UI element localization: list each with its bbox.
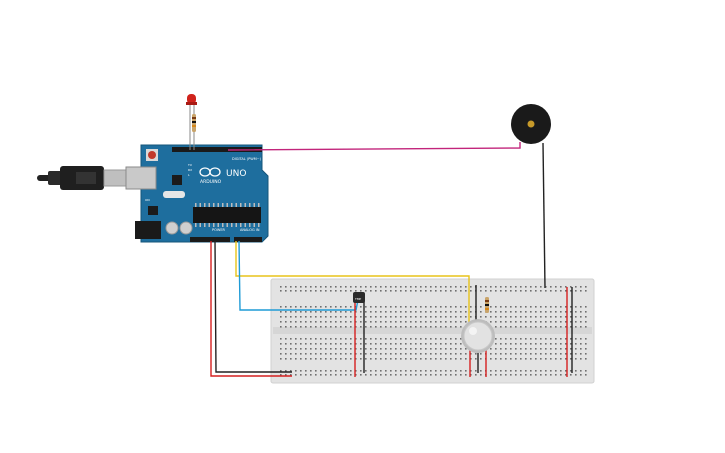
pir-sensor-icon[interactable] [461,319,495,353]
l-label: L [188,173,190,177]
temperature-sensor-icon[interactable]: TMP [353,292,365,303]
wire-yellow[interactable] [235,241,470,330]
microcontroller-chip [193,207,261,223]
tx-label: TX [187,163,192,167]
power-header[interactable] [190,237,230,242]
board-model-text: UNO [226,169,246,179]
usb-port [125,166,157,190]
rx-label: RX [188,168,192,172]
sensor-label: TMP [354,297,361,301]
led-icon[interactable] [186,94,197,150]
power-label: POWER [212,228,226,232]
wire-blue[interactable] [238,240,359,311]
reset-button[interactable] [148,151,156,159]
arduino-logo [199,167,221,177]
usb-cable-icon [37,166,127,190]
breadboard[interactable] [270,278,595,384]
analog-header[interactable] [234,237,262,242]
board-logo-text: ARDUINO [200,179,222,185]
resistor-icon [192,114,196,132]
buzzer-icon[interactable] [511,104,551,144]
wires[interactable] [210,142,573,377]
wire-magenta[interactable] [227,142,521,151]
power-jack [135,221,161,239]
breadboard-resistor [485,297,489,313]
arduino-uno-board[interactable]: UNO ARDUINO DIGITAL (PWM~) POWER ANALOG … [125,144,269,243]
analog-label: ANALOG IN [240,228,260,232]
wire-buzzer-ground[interactable] [542,142,546,289]
wire-black-ground[interactable] [214,240,292,373]
wire-red-power[interactable] [210,241,292,377]
digital-label: DIGITAL (PWM~) [232,157,262,161]
chip-pins [195,203,260,227]
digital-header[interactable] [172,147,262,152]
on-label: ON [145,198,150,202]
